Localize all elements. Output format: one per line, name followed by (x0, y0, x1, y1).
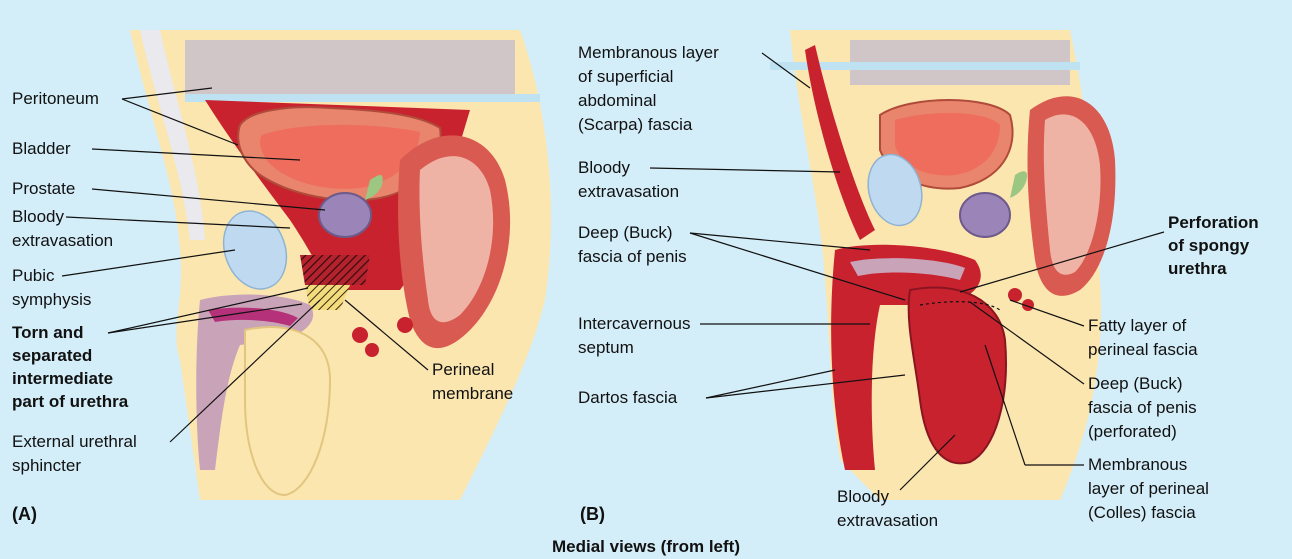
label-perforation: Perforation of spongy urethra (1168, 213, 1263, 278)
label-fatty-layer: Fatty layer of perineal fascia (1088, 316, 1198, 359)
label-bladder: Bladder (12, 139, 71, 158)
panel-a-peritoneal-cavity (185, 40, 515, 100)
leader-dartos-1 (706, 370, 835, 398)
label-scarpa-fascia: Membranous layer of superficial abdomina… (578, 43, 724, 134)
label-dartos-fascia: Dartos fascia (578, 388, 678, 407)
label-pubic-symphysis: Pubic symphysis (12, 266, 91, 309)
label-bloody-extravasation-b-upper: Bloody extravasation (578, 158, 679, 201)
figure-caption: Medial views (from left) (552, 537, 740, 556)
label-peritoneum: Peritoneum (12, 89, 99, 108)
panel-a-letter: (A) (12, 504, 37, 524)
panel-b-illustration (770, 30, 1115, 500)
panel-a-illustration (130, 30, 551, 500)
label-deep-buck-perforated: Deep (Buck) fascia of penis (perforated) (1088, 374, 1201, 441)
label-torn-urethra: Torn and separated intermediate part of … (12, 323, 129, 411)
panel-b-letter: (B) (580, 504, 605, 524)
panel-a-torn-urethra (300, 255, 370, 285)
label-intercavernous-septum: Intercavernous septum (578, 314, 695, 357)
label-prostate: Prostate (12, 179, 75, 198)
label-external-sphincter: External urethral sphincter (12, 432, 141, 475)
label-colles-fascia: Membranous layer of perineal (Colles) fa… (1088, 455, 1214, 522)
label-bloody-extravasation-a: Bloody extravasation (12, 207, 113, 250)
panel-b-prostate (960, 193, 1010, 237)
panel-a-prostate (319, 193, 371, 237)
label-deep-buck-fascia: Deep (Buck) fascia of penis (578, 223, 687, 266)
